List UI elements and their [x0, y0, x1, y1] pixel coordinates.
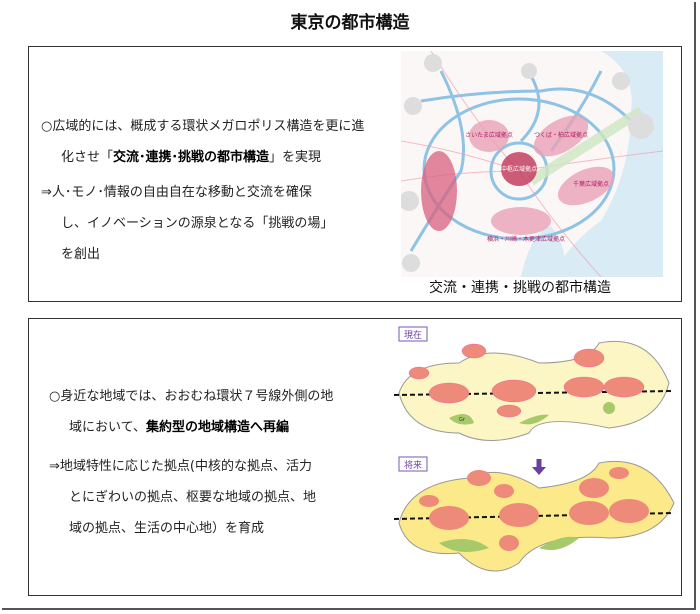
line: ○身近な地域では、おおむね環状７号線外側の地 [49, 389, 334, 404]
line: 域の拠点、生活の中心地）を育成 [69, 521, 265, 536]
panel-local-area: ○身近な地域では、おおむね環状７号線外側の地 域において、集約型の地域構造へ再編… [28, 318, 682, 596]
down-arrow-icon [532, 467, 546, 475]
line: し、イノベーションの源泉となる「挑戦の場」 [61, 216, 334, 231]
line: ⇒人･モノ･情報の自由自在な移動と交流を確保 [41, 185, 312, 200]
map-label: 千葉広域拠点 [573, 180, 609, 188]
map-caption: 交流・連携・挑戦の都市構造 [429, 280, 611, 296]
hub-west [421, 151, 457, 231]
page-title: 東京の都市構造 [290, 13, 410, 33]
line: を創出 [61, 247, 101, 262]
map-label: つくば・柏広域拠点 [534, 131, 588, 139]
label-future: 将来 [404, 460, 422, 471]
green-labels: Gr [459, 417, 466, 423]
line: 域において、集約型の地域構造へ再編 [69, 420, 289, 435]
svg-text:Gr: Gr [459, 417, 466, 423]
label-now: 現在 [404, 329, 422, 341]
line: 化させ「交流･連携･挑戦の都市構造」を実現 [61, 150, 322, 165]
map-label: さいたま広域拠点 [465, 131, 513, 139]
line: とにぎわいの拠点、枢要な地域の拠点、地 [69, 490, 317, 505]
metropolis-map: さいたま広域拠点 つくば・柏広域拠点 中枢広域拠点 千葉広域拠点 横浜・川崎・木… [401, 51, 663, 277]
map-label: 中枢広域拠点 [501, 165, 537, 173]
line: ⇒地域特性に応じた拠点(中核的な拠点、活力 [49, 459, 312, 474]
local-structure-diagram: 現在 Gr 将来 [393, 326, 675, 572]
panel-wide-area: ○広域的には、概成する環状メガロポリス構造を更に進 化させ「交流･連携･挑戦の都… [28, 46, 682, 302]
map-label: 横浜・川崎・木更津広域拠点 [487, 235, 565, 243]
wide-area-text: ○広域的には、概成する環状メガロポリス構造を更に進 化させ「交流･連携･挑戦の都… [41, 111, 364, 270]
line: ○広域的には、概成する環状メガロポリス構造を更に進 [41, 119, 365, 134]
local-area-text: ○身近な地域では、おおむね環状７号線外側の地 域において、集約型の地域構造へ再編… [49, 381, 333, 544]
